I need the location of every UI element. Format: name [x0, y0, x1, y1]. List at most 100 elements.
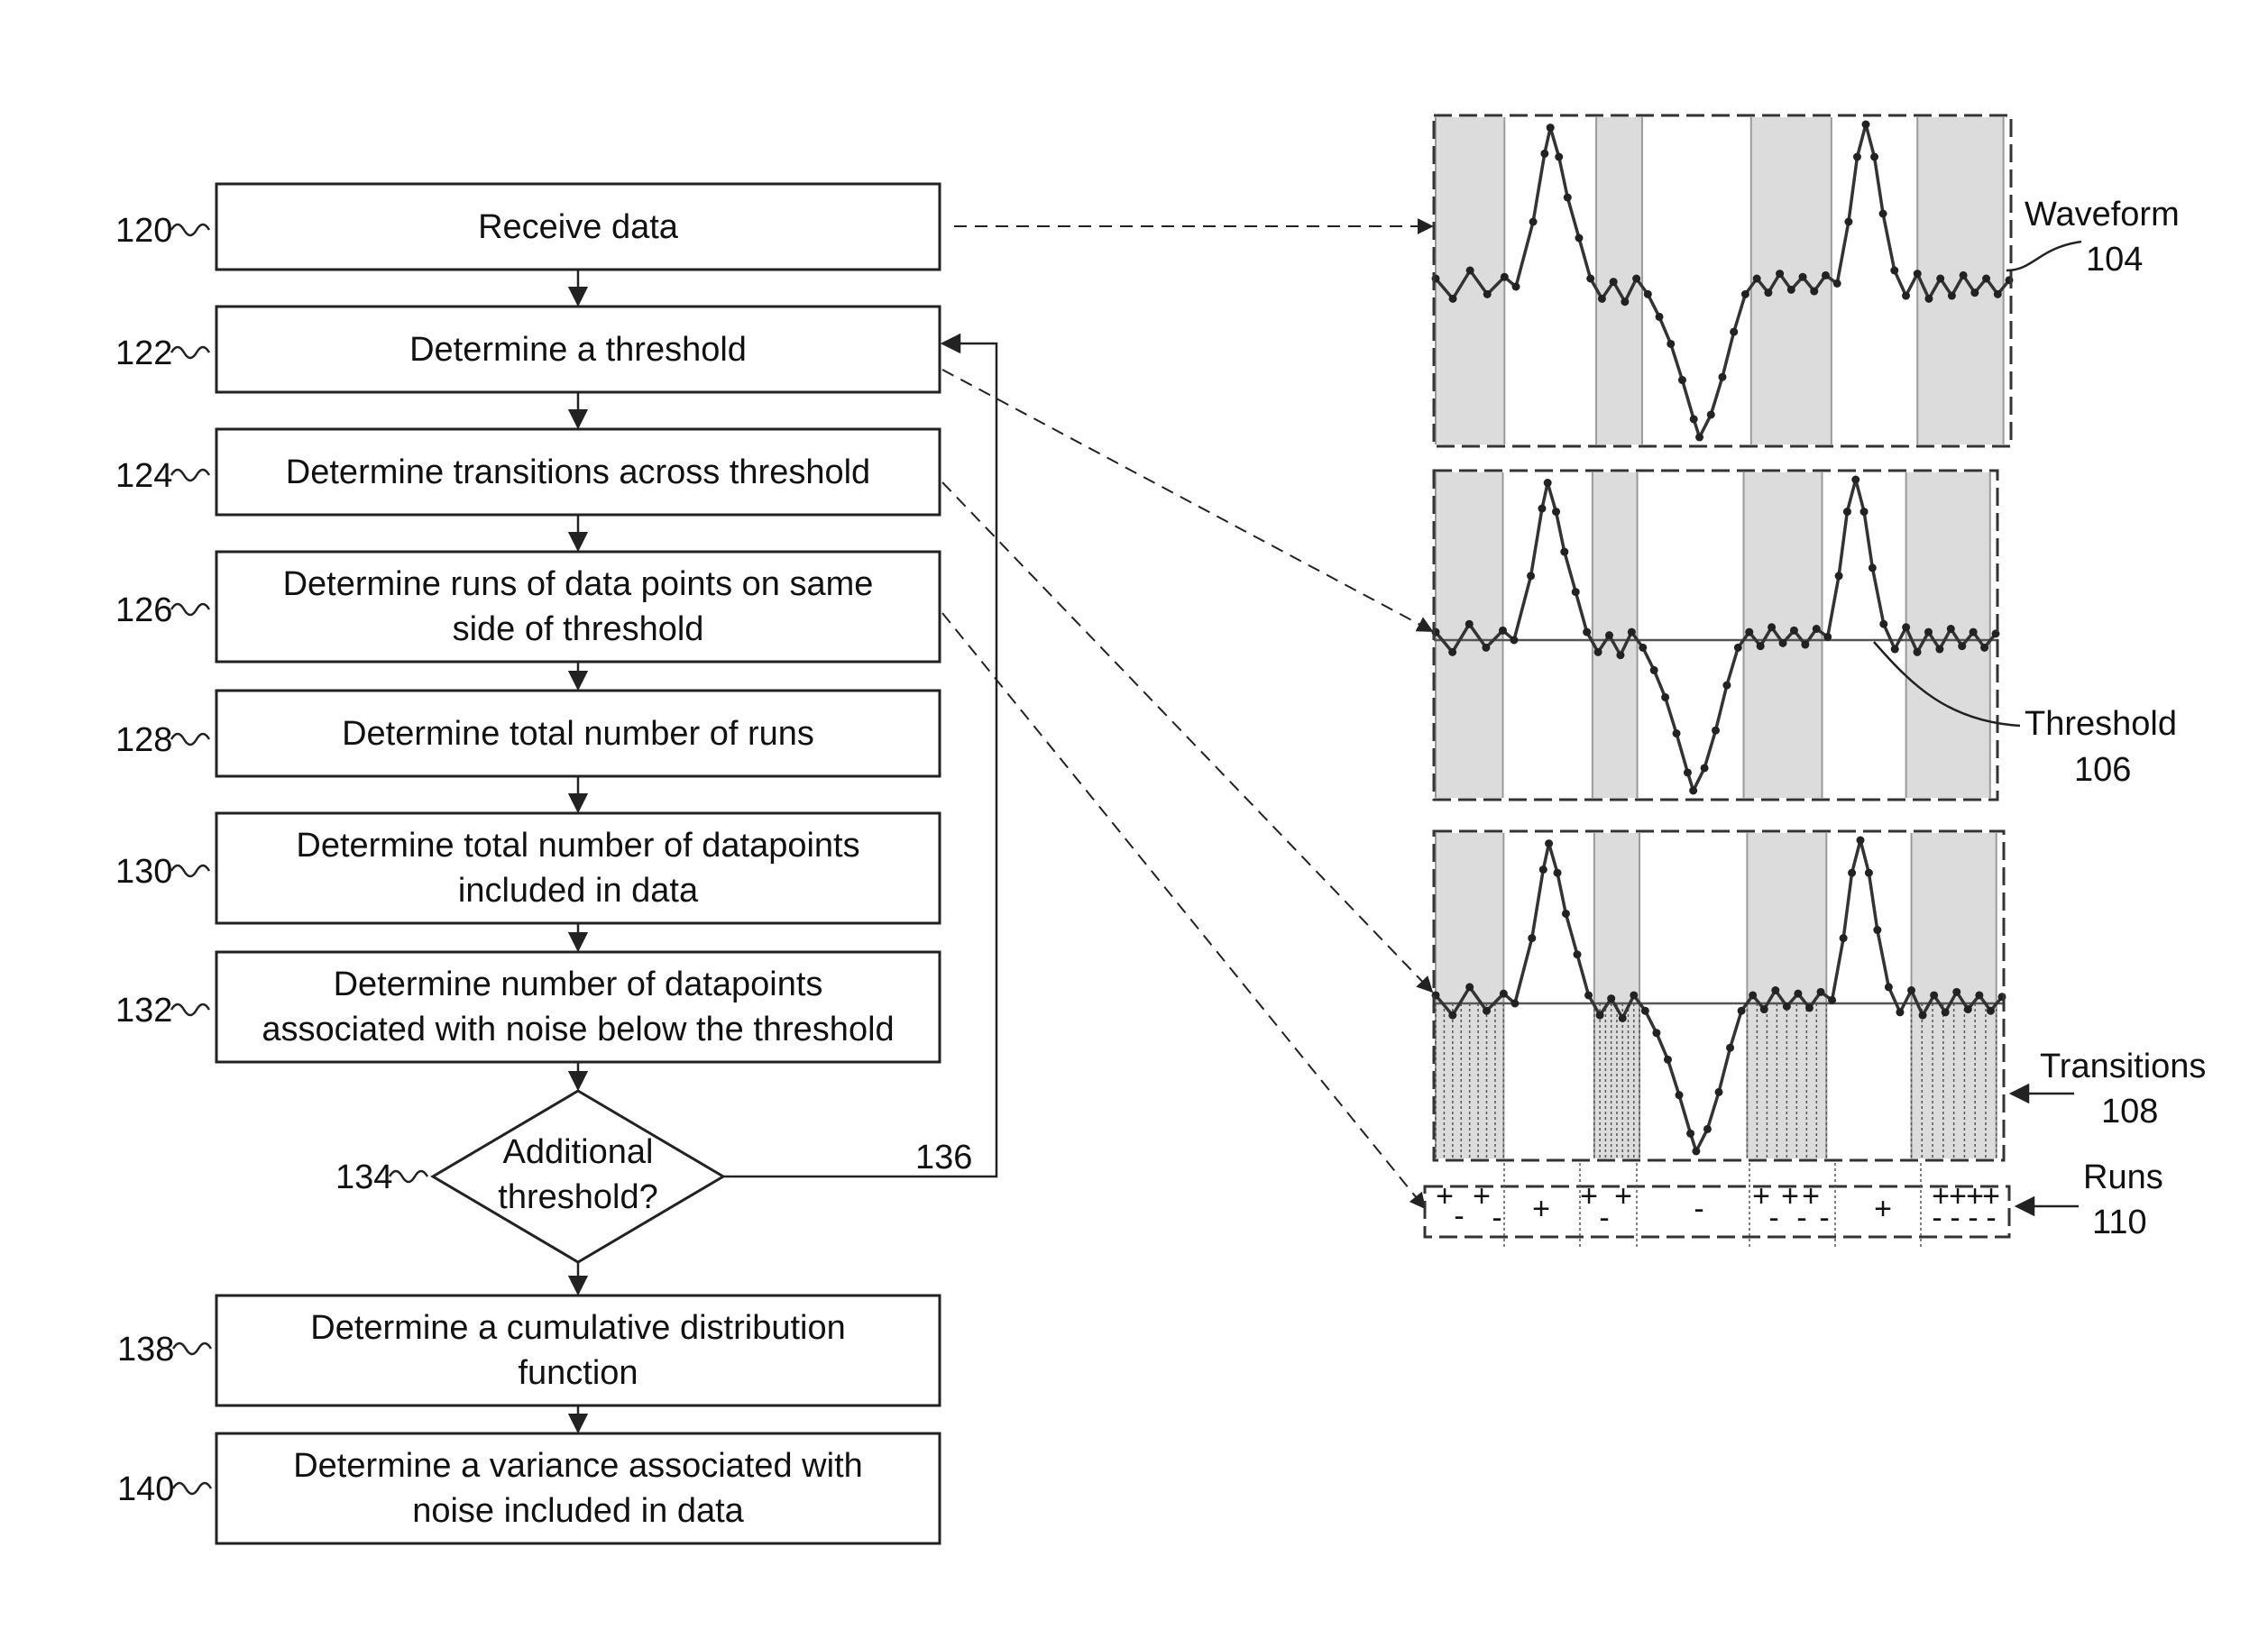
waveform-point: [1919, 1012, 1927, 1020]
transitions-ref: 108: [2101, 1093, 2158, 1131]
waveform-point: [1722, 682, 1731, 690]
ref-tilde: [390, 1171, 427, 1182]
waveform-point: [1572, 588, 1580, 596]
step-ref: 126: [115, 591, 172, 629]
decision-diamond: [433, 1091, 723, 1262]
waveform-point: [1684, 768, 1692, 776]
waveform-point: [1707, 410, 1715, 418]
waveform-point: [1730, 328, 1738, 336]
waveform-point: [1879, 620, 1887, 628]
run-sign: -: [1454, 1199, 1464, 1233]
run-sign: -: [1694, 1192, 1703, 1226]
ref-tilde: [173, 1483, 211, 1494]
waveform-point: [1958, 642, 1966, 650]
step-label-line-1: Determine a cumulative distribution: [310, 1309, 846, 1347]
waveform-point: [1902, 623, 1910, 631]
waveform-point: [1482, 644, 1490, 652]
waveform-point: [1483, 1007, 1491, 1015]
step-label-line-1: Determine total number of datapoints: [296, 827, 859, 865]
waveform-point: [1719, 373, 1727, 381]
waveform-point: [1448, 1012, 1456, 1020]
waveform-point: [1779, 639, 1787, 647]
step-label: Receive data: [478, 208, 679, 246]
loop-ref: 136: [915, 1139, 972, 1176]
run-sign: -: [1819, 1201, 1829, 1235]
waveform-point: [1547, 124, 1555, 132]
waveform-point: [1465, 620, 1474, 628]
waveform-point: [1799, 273, 1807, 281]
step-ref: 138: [117, 1331, 174, 1369]
waveform-point: [1947, 625, 1955, 633]
waveform-point: [1529, 218, 1538, 226]
waveform-point: [1632, 275, 1640, 283]
runs-ref: 110: [2092, 1204, 2147, 1241]
step-label-line-2: included in data: [458, 872, 699, 910]
run-sign: +: [1436, 1179, 1454, 1213]
waveform-point: [1970, 288, 1979, 297]
step-label-line-2: function: [518, 1354, 638, 1392]
waveform-point: [1948, 292, 1956, 300]
waveform-point: [1650, 666, 1658, 674]
transitions-label: Transitions: [2040, 1048, 2206, 1085]
waveform-point: [1776, 270, 1784, 278]
run-band: [1436, 833, 1503, 1158]
step-label: Determine transitions across threshold: [286, 453, 870, 491]
step-ref: 140: [117, 1470, 174, 1508]
waveform-point: [1466, 267, 1474, 275]
run-sign: -: [1932, 1201, 1942, 1235]
waveform-point: [1598, 295, 1606, 303]
run-sign: +: [1473, 1179, 1491, 1213]
waveform-point: [1607, 994, 1615, 1003]
step-ref: 124: [115, 457, 172, 495]
waveform-point: [1538, 505, 1546, 513]
run-sign: -: [1768, 1201, 1778, 1235]
waveform-point: [1499, 627, 1507, 635]
waveform-point: [1664, 1056, 1672, 1064]
waveform-point: [1586, 275, 1594, 283]
waveform-point: [1848, 869, 1856, 877]
waveform-point: [1924, 295, 1933, 303]
waveform-point: [1930, 991, 1938, 999]
waveform-point: [1853, 153, 1861, 161]
waveform-point: [1942, 1008, 1950, 1016]
waveform-point: [1554, 869, 1562, 877]
waveform-point: [1865, 869, 1873, 877]
waveform-point: [1686, 1130, 1694, 1138]
leader-threshold-to-panel: [942, 370, 1432, 631]
step-total-runs: Determine total number of runs 128: [115, 691, 940, 776]
waveform-point: [1924, 628, 1933, 636]
waveform-point: [1914, 648, 1922, 656]
waveform-point: [1652, 1029, 1660, 1037]
flowchart: Receive data 120 Determine a threshold 1…: [115, 184, 1432, 1543]
waveform-ref: 104: [2086, 241, 2143, 279]
waveform-point: [1794, 990, 1802, 998]
run-band: [1436, 117, 1504, 444]
waveform-point: [1560, 548, 1568, 556]
waveform-point: [1555, 153, 1563, 161]
waveform-point: [1594, 648, 1602, 656]
waveform-point: [1656, 313, 1664, 321]
runs-label: Runs: [2083, 1158, 2163, 1196]
waveform-point: [1564, 194, 1572, 202]
waveform-label: Waveform: [2025, 196, 2180, 233]
waveform-point: [1805, 1003, 1813, 1012]
waveform-point: [1790, 627, 1798, 635]
waveform-leader: [2006, 242, 2081, 270]
waveform-point: [1552, 508, 1560, 516]
step-total-datapoints: Determine total number of datapoints inc…: [115, 813, 940, 923]
waveform-point: [1539, 865, 1547, 874]
waveform-point: [1741, 290, 1749, 298]
waveform-point: [1851, 476, 1859, 484]
waveform-point: [1810, 288, 1818, 296]
ref-tilde: [171, 470, 209, 481]
waveform-point: [1689, 787, 1697, 795]
waveform-panel: [1432, 115, 2014, 446]
waveform-point: [1764, 288, 1772, 297]
step-noise-datapoints: Determine number of datapoints associate…: [115, 952, 940, 1062]
step-label-line-1: Determine runs of data points on same: [283, 565, 874, 603]
waveform-point: [1500, 990, 1508, 998]
waveform-point: [1828, 996, 1836, 1004]
decision-label-line-2: threshold?: [498, 1178, 657, 1216]
waveform-point: [1583, 628, 1591, 636]
waveform-point: [1870, 153, 1878, 161]
